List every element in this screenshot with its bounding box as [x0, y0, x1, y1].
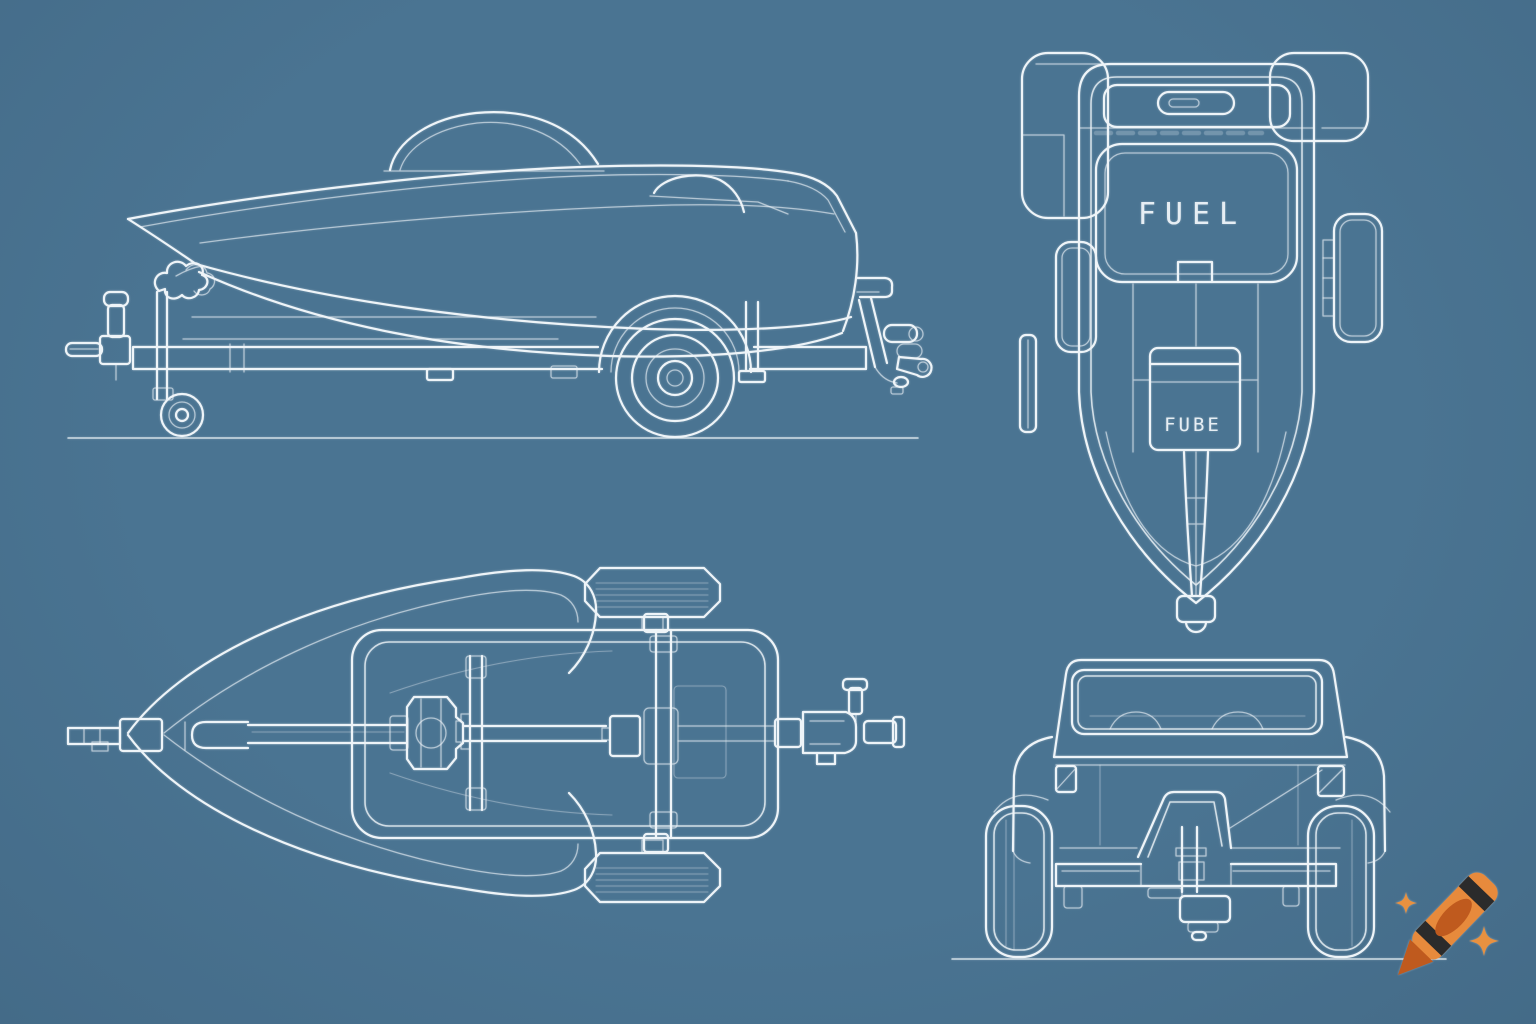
- fuse-box: FUBE: [1148, 346, 1242, 452]
- crayon-tip: [1398, 939, 1434, 975]
- motor-bracket-arm: [857, 296, 889, 369]
- crayon-stripe: [1415, 920, 1452, 956]
- winch-drum-plan: [389, 695, 608, 771]
- winch-post: [153, 260, 216, 401]
- headrest: [1109, 711, 1162, 730]
- trailer-tire: [614, 317, 736, 439]
- hitch-coupler-side: [64, 290, 132, 381]
- axle-crossmember-plan: [642, 612, 678, 854]
- bunk-rails: [182, 316, 597, 340]
- fuel-label: FUEL: [1138, 197, 1246, 232]
- sparkle-large-icon: [1469, 926, 1499, 956]
- crayon-stripe: [1458, 876, 1495, 912]
- tire-left: [1054, 240, 1098, 354]
- taillight-right: [1316, 764, 1346, 798]
- boat-hull-side: [126, 164, 859, 358]
- crayon-logo: [1394, 872, 1499, 975]
- trailer-tires-top-view: [1054, 212, 1384, 354]
- trailer-tongue-top-view: [1175, 450, 1217, 634]
- side-strip: [1018, 333, 1038, 434]
- rear-window: [1070, 668, 1324, 736]
- frame-bracket: [550, 365, 578, 379]
- fender-right: [1344, 735, 1387, 853]
- fender-left: [1011, 735, 1054, 853]
- windshield: [383, 111, 605, 172]
- jockey-wheel: [152, 387, 205, 438]
- drawbar: [1178, 894, 1232, 924]
- sparkle-small-icon: [1394, 891, 1418, 915]
- coupler-block: [118, 717, 164, 753]
- tongue-beam: [246, 723, 408, 745]
- outboard-motor-detail: [855, 276, 933, 395]
- rear-support-foot: [737, 369, 767, 384]
- trailer-frame-plan: [350, 628, 780, 840]
- tire-mount-tab-top: [642, 612, 670, 634]
- crayon: [1398, 872, 1498, 975]
- winch-strap: [175, 265, 203, 277]
- coupler-latch: [106, 303, 126, 339]
- trailer-plan-view: [66, 566, 906, 904]
- tongue-coupler: [1175, 594, 1217, 624]
- stern-grab-handle: [1156, 90, 1236, 116]
- truck-tire-left: [984, 804, 1054, 959]
- truck-cab: [1052, 658, 1349, 759]
- winch-detail: [153, 260, 209, 300]
- bumper-bracket: [1282, 885, 1300, 907]
- tire-right: [1332, 212, 1384, 344]
- stern-frame-wings: [1018, 51, 1370, 434]
- propeller-cone: [895, 355, 933, 378]
- rear-support-post: [744, 300, 760, 373]
- frame-divider: [468, 654, 484, 812]
- bumper-bracket: [1063, 885, 1083, 909]
- side-view-boat-on-trailer: [64, 111, 933, 439]
- tow-vehicle-rear-view: [951, 658, 1447, 960]
- safety-chain: [1229, 769, 1323, 829]
- truck-bed: [993, 735, 1391, 864]
- bumper: [1054, 862, 1338, 909]
- hitch-receiver: [1180, 825, 1199, 894]
- tow-ball: [1190, 930, 1208, 942]
- taillight-left: [1054, 764, 1078, 794]
- swim-platform: [855, 276, 894, 299]
- crayon-label-oval: [1435, 898, 1472, 937]
- coupler-knob: [102, 290, 130, 308]
- tongue-hitch-plan: [66, 717, 408, 753]
- fuel-hatch: FUEL: [1094, 142, 1299, 284]
- center-coupling-plan: [601, 707, 679, 765]
- frame-bracket: [425, 367, 455, 382]
- hitch-ball: [1184, 620, 1208, 634]
- hatch-notch: [1176, 260, 1214, 284]
- truck-tire-right: [1306, 804, 1376, 959]
- cockpit-lines: [1132, 283, 1259, 453]
- coupler-valve: [847, 686, 864, 716]
- engine-cowl-hump: [649, 174, 789, 215]
- trailer-tire-plan-bottom: [583, 839, 722, 904]
- headrest: [1211, 711, 1264, 730]
- tongue-capsule: [190, 720, 250, 750]
- trailer-tire-plan-top: [583, 566, 722, 631]
- trailer-side-frame: [131, 300, 868, 384]
- fuse-label: FUBE: [1164, 414, 1222, 436]
- fender-arc: [597, 294, 753, 374]
- wheel-arch: [993, 794, 1391, 813]
- stern-cap: [1078, 83, 1315, 136]
- hitch-center: [1136, 769, 1323, 942]
- boat-hull-plan: [126, 569, 613, 897]
- boat-top-view: FUEL FUBE: [1018, 51, 1384, 634]
- hitch-coupler-plan: [677, 677, 906, 766]
- trailer-wheel-fender: [597, 294, 753, 439]
